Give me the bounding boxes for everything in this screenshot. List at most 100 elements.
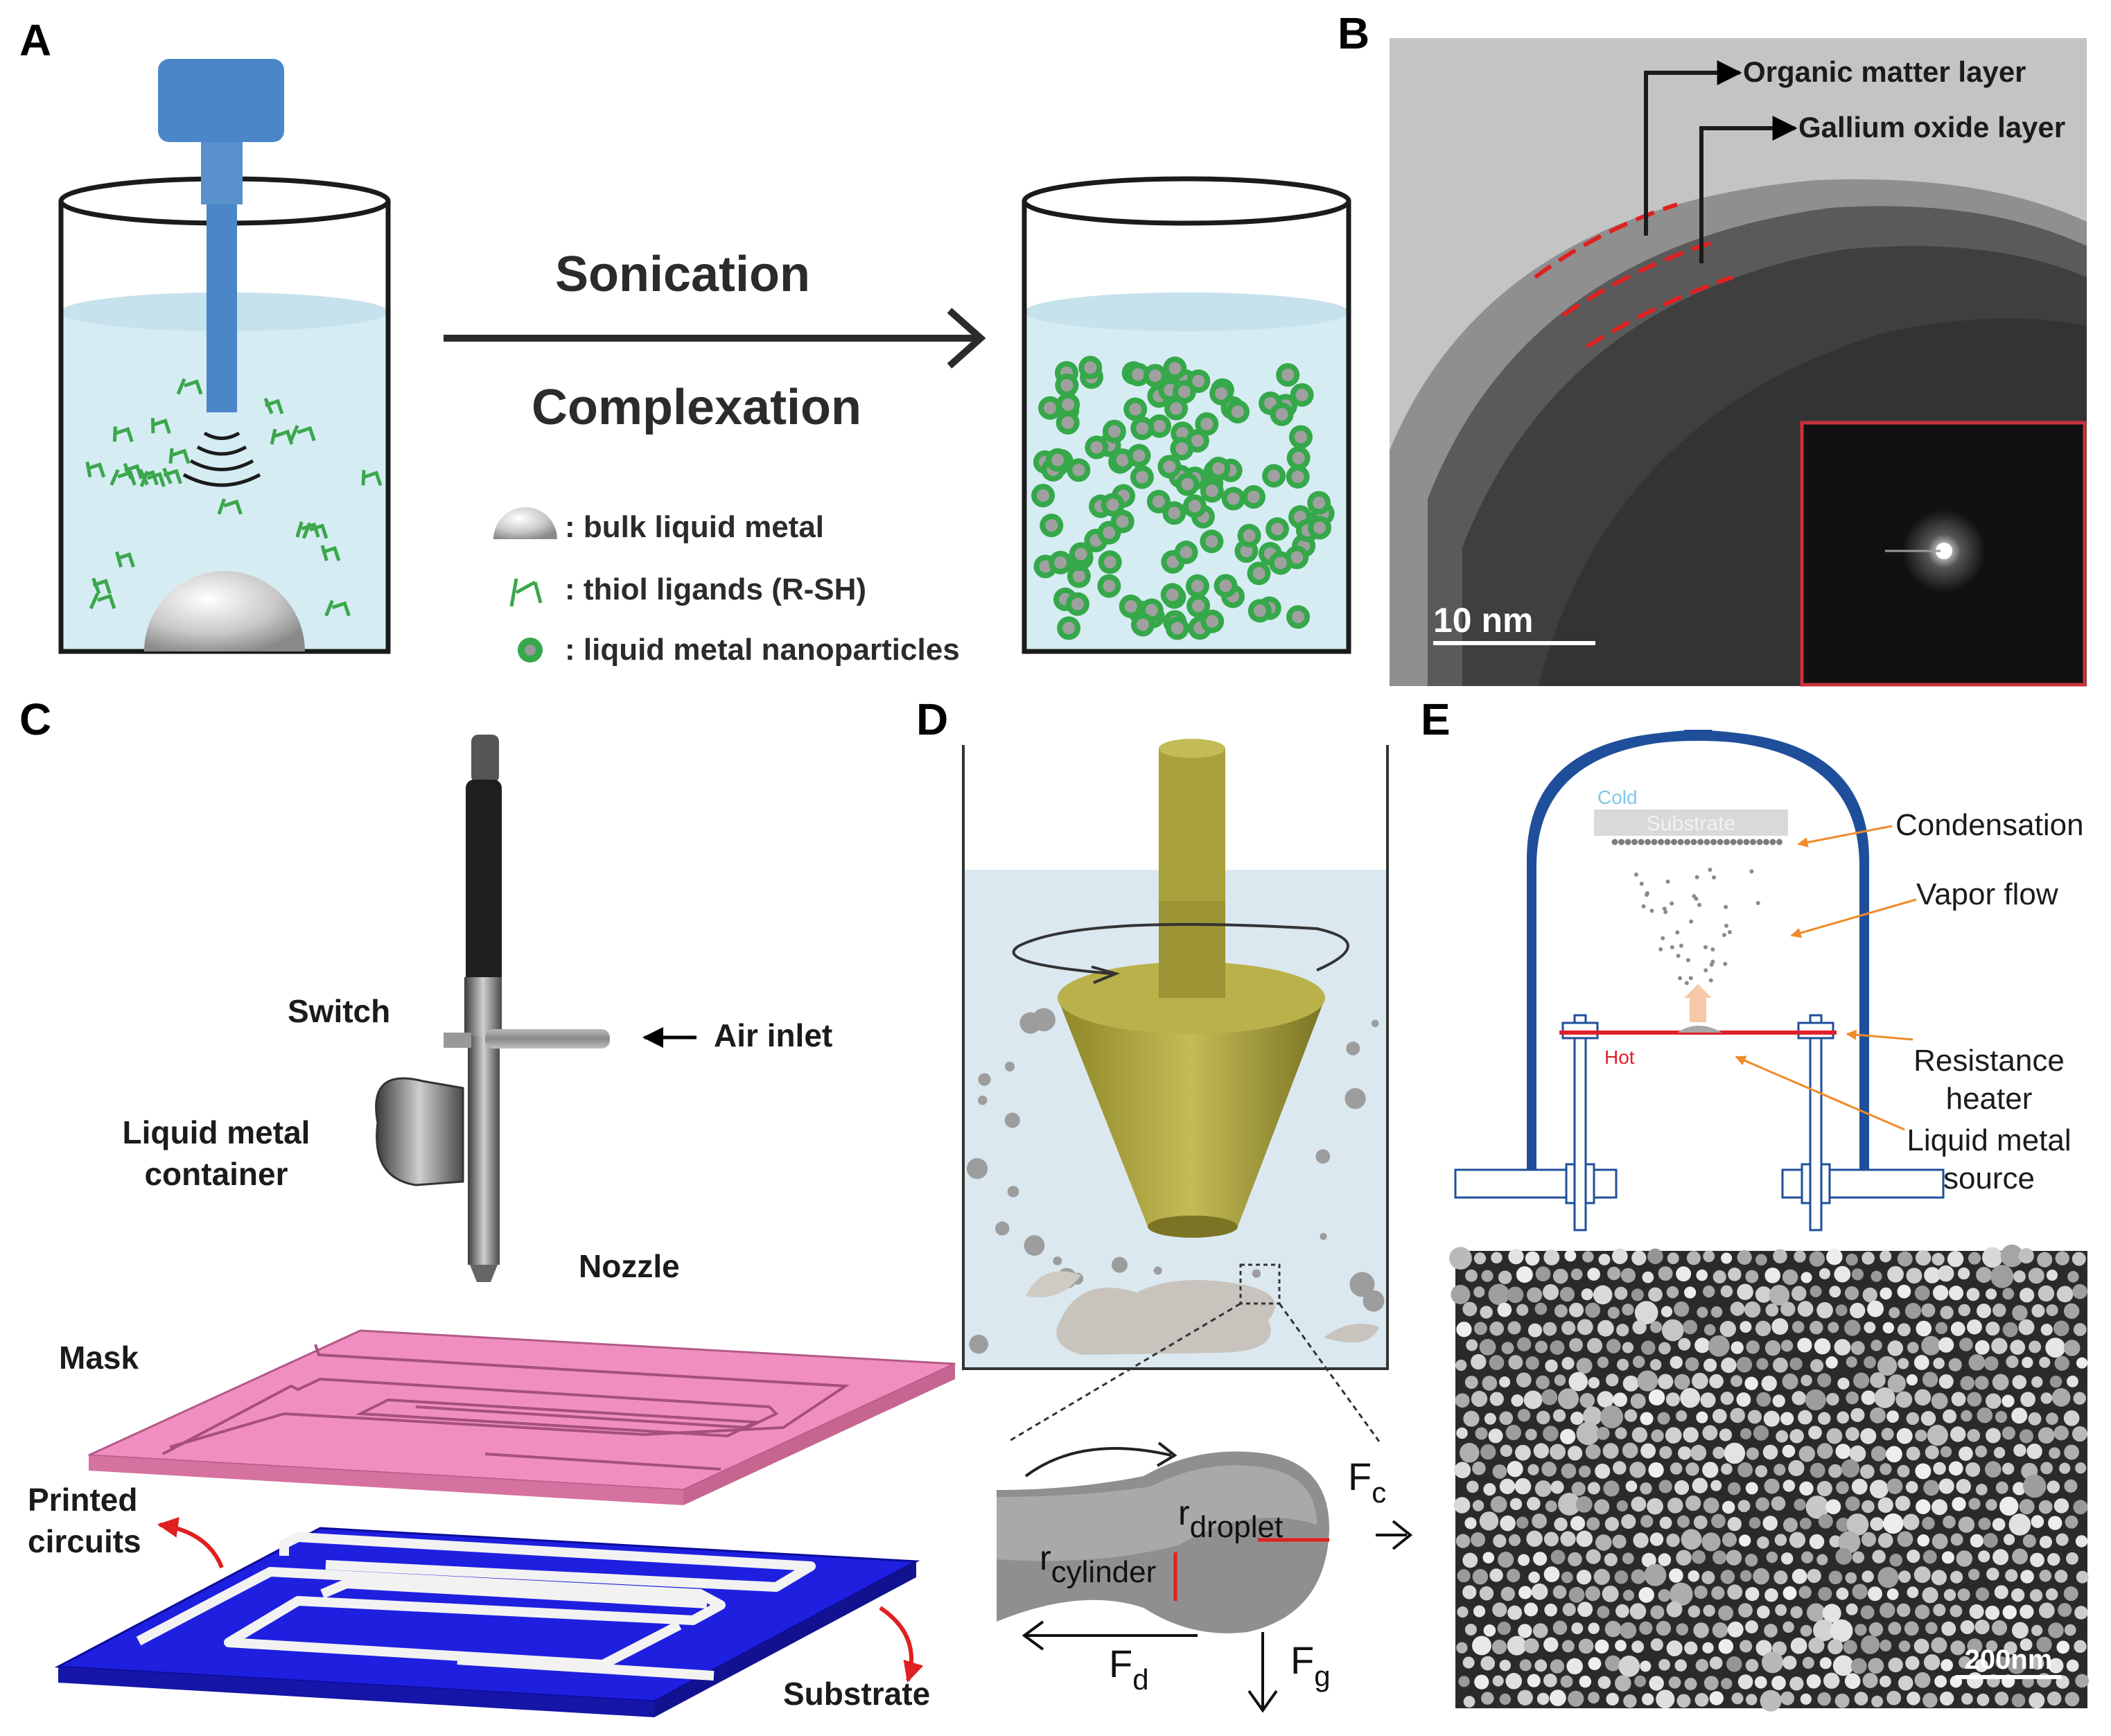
sem-particle — [1896, 1428, 1913, 1444]
sem-particle — [2072, 1283, 2087, 1299]
sem-particle — [1941, 1621, 1956, 1636]
sem-particle — [1586, 1517, 1600, 1531]
layer-boundaries — [1534, 202, 1733, 349]
sem-particle — [1818, 1514, 1833, 1529]
ligand-mark — [139, 471, 166, 488]
sem-particle — [1814, 1338, 1831, 1355]
sem-particle — [1631, 1427, 1648, 1443]
sem-particle — [2031, 1376, 2043, 1388]
sem-particle — [1810, 1286, 1822, 1297]
sem-particle — [1458, 1676, 1470, 1687]
sem-particle — [1800, 1693, 1812, 1705]
sem-particle — [1977, 1693, 1990, 1706]
sem-particle — [1764, 1340, 1781, 1356]
sem-particle — [1661, 1319, 1684, 1342]
sem-particle — [1968, 1498, 1981, 1510]
sem-particle — [1745, 1658, 1759, 1672]
sem-particle — [1473, 1286, 1485, 1298]
sem-particle — [1604, 1553, 1618, 1567]
sem-particle — [1700, 1392, 1716, 1408]
sem-particle — [2004, 1641, 2017, 1655]
sem-particle — [2028, 1412, 2042, 1426]
sem-particle — [1932, 1533, 1948, 1550]
sem-particle — [1523, 1390, 1543, 1410]
vapor-particle — [1649, 909, 1654, 913]
sem-particle — [1755, 1320, 1771, 1337]
sem-particle — [1967, 1429, 1981, 1442]
sem-particle — [1817, 1373, 1832, 1387]
ligand-mark — [295, 521, 320, 538]
sem-particle — [1701, 1570, 1715, 1584]
r-droplet-label: rdroplet — [1178, 1493, 1283, 1544]
container-label-1: Liquid metal — [123, 1114, 310, 1150]
sem-particle — [1799, 1517, 1812, 1529]
sem-particle — [2020, 1392, 2036, 1408]
sem-particle — [1507, 1321, 1521, 1335]
sem-particle — [1625, 1480, 1638, 1493]
sem-particle — [1760, 1690, 1782, 1712]
sem-particle — [1669, 1568, 1683, 1583]
sem-particle — [1670, 1356, 1683, 1369]
sem-particle — [1961, 1693, 1973, 1705]
sem-particle — [1514, 1478, 1532, 1495]
condensed-particle — [1724, 839, 1730, 845]
sem-particle — [1819, 1268, 1830, 1279]
sem-particle — [1701, 1532, 1721, 1552]
sem-particle — [1667, 1252, 1679, 1265]
panel-b-label: B — [1338, 8, 1369, 58]
process-arrow: Sonication Complexation — [444, 247, 986, 435]
droplet — [1344, 1088, 1366, 1110]
sem-particle — [2011, 1622, 2029, 1639]
sem-particle — [1774, 1534, 1787, 1546]
sem-particle — [1527, 1323, 1542, 1338]
sem-particle — [1560, 1531, 1576, 1547]
sem-particle — [1543, 1637, 1559, 1652]
sem-particle — [1475, 1427, 1488, 1440]
bulk-liquid-metal-drop — [144, 571, 305, 651]
evaporation-chamber: Substrate Cold Hot — [1454, 730, 1945, 1231]
sem-particle — [2008, 1514, 2031, 1536]
sem-particle — [1482, 1552, 1495, 1563]
sem-particle — [1769, 1285, 1790, 1306]
sem-particle — [1968, 1354, 1986, 1371]
condensation-particles — [1611, 839, 1782, 845]
r-cylinder-label: rcylinder — [1040, 1538, 1156, 1589]
sem-particle — [1587, 1482, 1600, 1495]
droplet — [995, 1221, 1010, 1236]
sem-particle — [1790, 1606, 1803, 1619]
sem-particle — [1607, 1266, 1621, 1281]
sem-particle — [2012, 1375, 2027, 1389]
sem-particle — [1550, 1444, 1566, 1460]
sem-particle — [1552, 1585, 1567, 1599]
sem-particle — [1613, 1461, 1627, 1475]
sem-particle — [1676, 1694, 1691, 1708]
sem-particle — [1719, 1428, 1733, 1441]
sem-particle — [1780, 1340, 1794, 1352]
sem-particle — [1612, 1534, 1627, 1549]
sem-particle — [2067, 1375, 2078, 1387]
sem-particle — [1462, 1552, 1478, 1568]
sem-particle — [1544, 1603, 1557, 1617]
sem-particle — [2038, 1500, 2053, 1514]
sem-particle — [1505, 1424, 1521, 1441]
sem-particle — [1695, 1658, 1709, 1672]
sem-particle — [1951, 1392, 1966, 1407]
sem-particle — [1613, 1392, 1628, 1408]
sem-particle — [1517, 1409, 1531, 1422]
sem-particle — [2063, 1340, 2081, 1356]
sem-particle — [2031, 1656, 2044, 1670]
sem-particle — [1999, 1496, 2019, 1516]
sem-particle — [1974, 1340, 1990, 1355]
sem-particle — [1991, 1338, 2008, 1354]
sem-particle — [1508, 1534, 1521, 1547]
sem-particle — [1526, 1530, 1543, 1548]
sem-particle — [1845, 1496, 1860, 1511]
vapor-particle — [1678, 976, 1683, 981]
sem-particle — [1667, 1498, 1683, 1514]
sem-particle — [1782, 1621, 1794, 1633]
sem-particle — [1727, 1482, 1741, 1496]
sem-particle — [1744, 1376, 1758, 1391]
sem-particle — [1864, 1356, 1876, 1369]
sem-particle — [1500, 1586, 1515, 1602]
sonication-probe — [158, 59, 284, 412]
